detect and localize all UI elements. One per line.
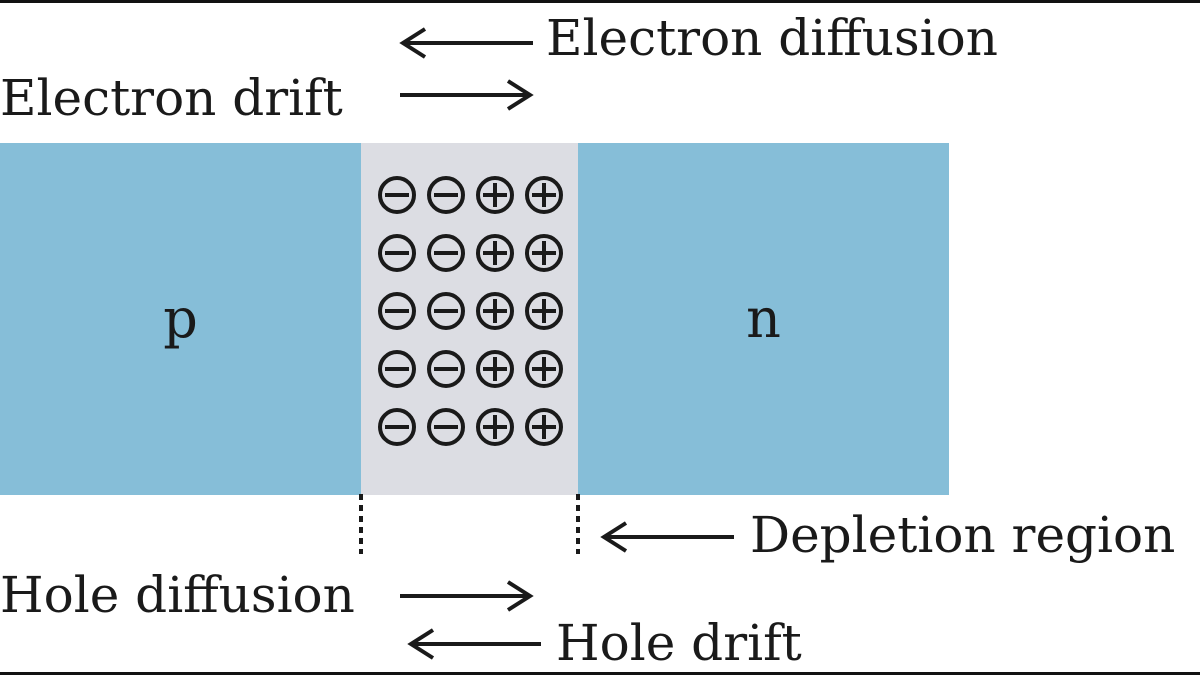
p-region: p: [0, 143, 361, 495]
bottom-border: [0, 672, 1200, 675]
circled-minus-icon: [378, 292, 416, 330]
left-boundary-dashes: [359, 494, 363, 554]
electron-drift-arrow-icon: [400, 79, 534, 111]
space-charge-grid: [377, 175, 564, 447]
electron-diffusion-label: Electron diffusion: [546, 9, 998, 67]
depletion-region-label: Depletion region: [750, 506, 1176, 564]
circled-minus-icon: [427, 176, 465, 214]
circled-plus-icon: [525, 176, 563, 214]
depletion-region: [361, 143, 578, 495]
circled-plus-icon: [525, 292, 563, 330]
right-boundary-dashes: [576, 494, 580, 554]
circled-plus-icon: [525, 350, 563, 388]
hole-diffusion-arrow-icon: [400, 580, 534, 612]
n-region-label: n: [746, 287, 781, 350]
hole-diffusion-label: Hole diffusion: [0, 566, 355, 624]
circled-plus-icon: [525, 234, 563, 272]
circled-plus-icon: [476, 408, 514, 446]
electron-drift-label: Electron drift: [0, 69, 343, 127]
depletion-region-arrow-icon: [600, 521, 734, 553]
circled-plus-icon: [476, 234, 514, 272]
circled-minus-icon: [378, 234, 416, 272]
top-border: [0, 0, 1200, 3]
circled-plus-icon: [476, 176, 514, 214]
circled-plus-icon: [476, 350, 514, 388]
circled-minus-icon: [427, 350, 465, 388]
circled-minus-icon: [427, 292, 465, 330]
circled-minus-icon: [378, 350, 416, 388]
circled-minus-icon: [427, 408, 465, 446]
circled-plus-icon: [525, 408, 563, 446]
hole-drift-arrow-icon: [407, 628, 541, 660]
electron-diffusion-arrow-icon: [399, 27, 533, 59]
hole-drift-label: Hole drift: [556, 614, 802, 672]
circled-minus-icon: [378, 176, 416, 214]
circled-minus-icon: [378, 408, 416, 446]
circled-minus-icon: [427, 234, 465, 272]
circled-plus-icon: [476, 292, 514, 330]
n-region: n: [578, 143, 949, 495]
p-region-label: p: [163, 287, 198, 350]
